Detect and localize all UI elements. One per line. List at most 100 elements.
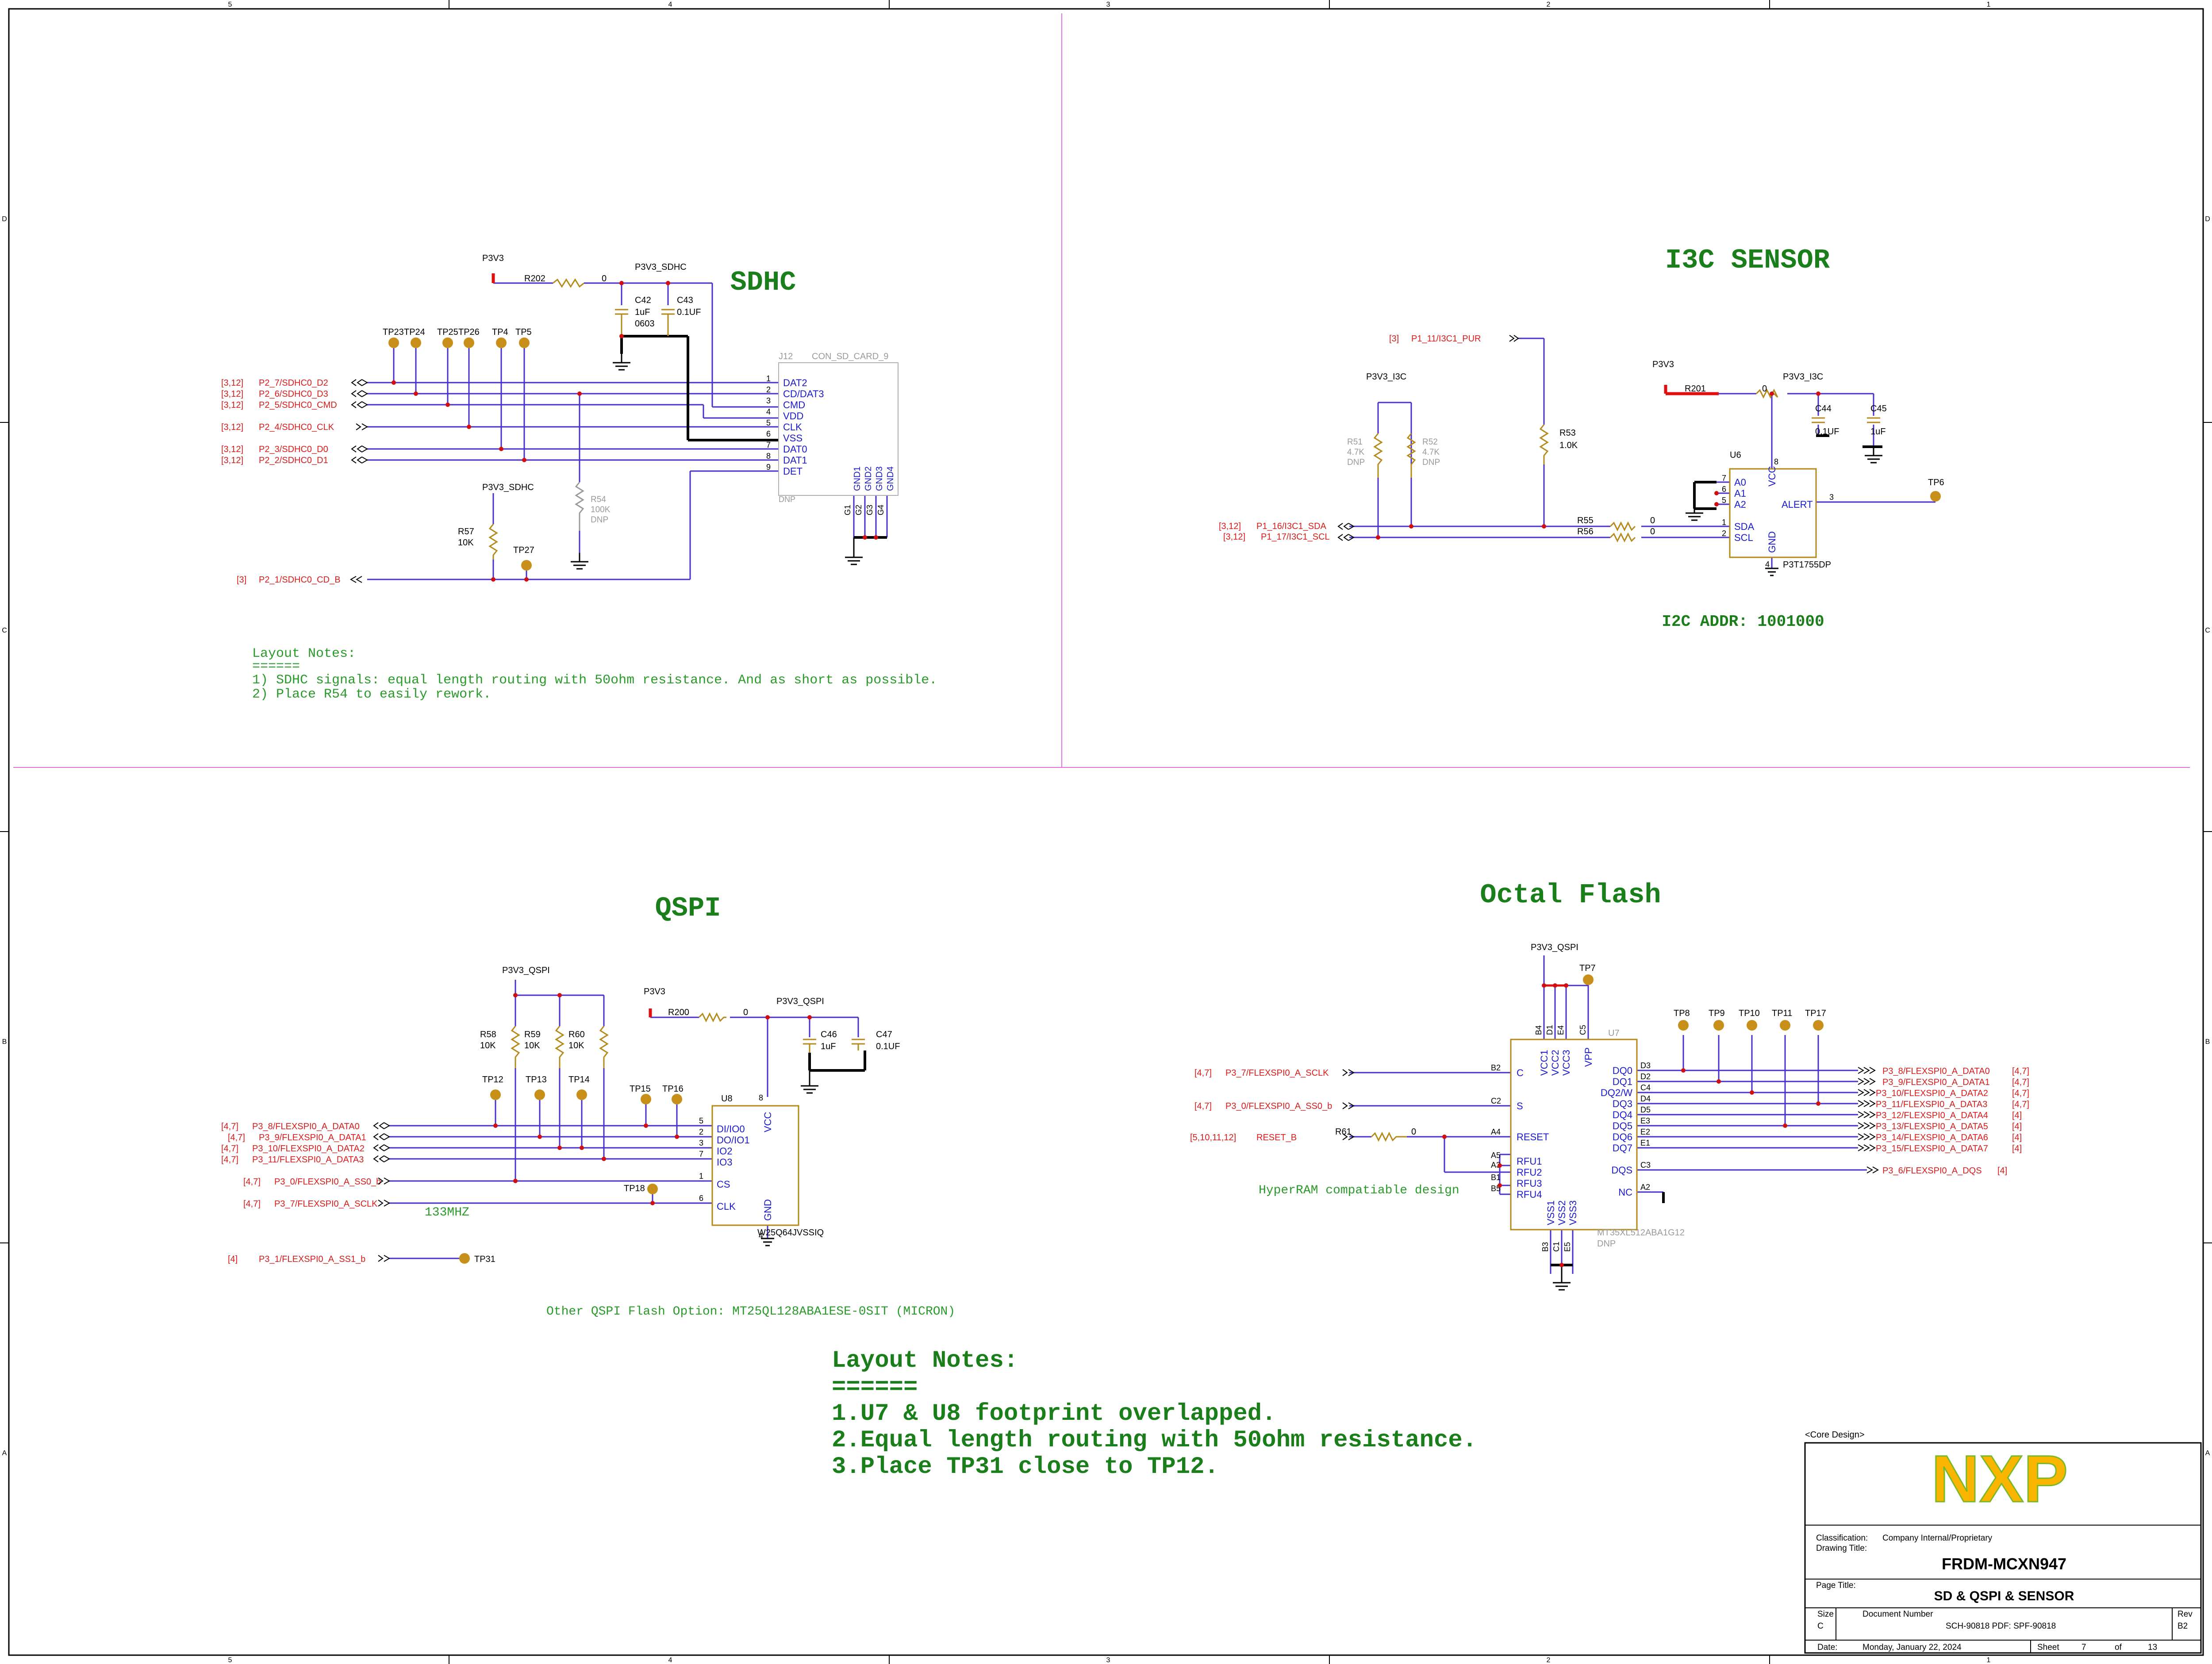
r59-ref: R59 (524, 1030, 541, 1039)
resistor-r61 (1371, 1131, 1407, 1142)
c42-ref: C42 (635, 295, 651, 305)
svg-text:IO2: IO2 (717, 1146, 732, 1157)
resistor-r200 (698, 1012, 726, 1023)
r202-ref: R202 (524, 274, 545, 284)
net-label: P3_1/FLEXSPI0_A_SS1_b (259, 1254, 365, 1264)
net-label: P3_0/FLEXSPI0_A_SS0_b (1225, 1101, 1332, 1111)
j12-value: CON_SD_CARD_9 (812, 352, 888, 361)
r56-value: 0 (1650, 527, 1655, 537)
net-ref: [4,7] (1194, 1101, 1212, 1111)
u7-pin-num: D5 (1640, 1105, 1651, 1114)
svg-text:G4: G4 (876, 505, 885, 515)
svg-text:DQ4: DQ4 (1613, 1109, 1632, 1120)
net-p3v3: P3V3 (644, 987, 665, 997)
ic-u7 (1510, 1039, 1638, 1231)
r52-dnp: DNP (1422, 458, 1440, 467)
qspi-frequency: 133MHZ (425, 1206, 469, 1219)
net-ref: [4,7] (221, 1155, 238, 1165)
net-label: P1_16/I3C1_SDA (1256, 521, 1327, 531)
resistor-r60 (599, 1026, 609, 1068)
col-label: 2 (1547, 1656, 1551, 1664)
u7-pin-labels: VCC1 VCC2 VCC3 VPP C S RESET RFU1 RFU2 R… (1517, 1047, 1632, 1225)
c43-ref: C43 (677, 295, 693, 305)
resistor-r202 (553, 278, 584, 288)
u6-pin-num: 5 (1722, 496, 1726, 505)
u6-pin-num: 2 (1722, 529, 1726, 538)
net-label: P3_9/FLEXSPI0_A_DATA1 (259, 1133, 366, 1143)
svg-text:C: C (1517, 1067, 1524, 1078)
svg-text:GND: GND (762, 1199, 773, 1221)
u8-pin-num: 4 (759, 1231, 763, 1240)
u8-pin-num: 8 (759, 1093, 763, 1102)
svg-text:DAT0: DAT0 (783, 444, 807, 455)
svg-text:5: 5 (766, 418, 771, 427)
r58-ref: R58 (480, 1030, 496, 1039)
resistor-r201 (1755, 388, 1778, 399)
u7-pin-num: C3 (1640, 1161, 1651, 1169)
ground-icon (801, 1070, 818, 1094)
net-ref: [3,12] (221, 422, 243, 432)
col-label: 4 (668, 1656, 672, 1664)
net-label: P2_5/SDHC0_CMD (259, 400, 337, 410)
r57-value: 10K (458, 538, 474, 548)
svg-text:VCC: VCC (762, 1112, 773, 1132)
u7-pin-num: A5 (1491, 1151, 1501, 1160)
u6-pin-labels: A0 A1 A2 SDA SCL VCC GND ALERT (1734, 466, 1813, 553)
svg-text:DQS: DQS (1611, 1165, 1632, 1176)
test-point-icons (1583, 974, 1824, 1031)
layout-notes-rule: ====== (832, 1374, 918, 1401)
ground-icon (1686, 509, 1703, 521)
svg-text:S: S (1517, 1100, 1523, 1112)
ic-u8 (711, 1105, 799, 1226)
u8-part: W25Q64JVSSIQ (757, 1228, 824, 1238)
c42-value: 1uF (635, 307, 650, 317)
size-label: Size (1817, 1610, 1834, 1619)
r56-ref: R56 (1577, 527, 1594, 537)
col-label: 1 (1987, 1, 1991, 8)
svg-text:RFU4: RFU4 (1517, 1189, 1542, 1200)
nxp-logo: NXP (1931, 1441, 2068, 1517)
drawing-title-label: Drawing Title: (1816, 1544, 1867, 1553)
net-ref: [4,7] (243, 1177, 261, 1187)
col-label: 3 (1106, 1, 1110, 8)
net-label: P2_3/SDHC0_D0 (259, 445, 328, 454)
r200-ref: R200 (668, 1008, 689, 1017)
svg-text:DET: DET (783, 466, 803, 477)
title-block: <Core Design> NXP Classification: Compan… (1804, 1430, 2202, 1654)
r61-ref: R61 (1335, 1127, 1352, 1137)
net-ref: [3] (237, 575, 246, 585)
col-label: 4 (668, 1, 672, 8)
svg-text:VCC3: VCC3 (1561, 1050, 1572, 1076)
sdhc-note-2: 2) Place R54 to easily rework. (252, 687, 491, 702)
svg-text:DQ5: DQ5 (1613, 1120, 1632, 1131)
svg-text:RFU1: RFU1 (1517, 1156, 1542, 1167)
u6-pin-num: 1 (1722, 518, 1726, 527)
section-title-i3c: I3C SENSOR (1665, 245, 1830, 276)
u8-pin-labels: DI/IO0 DO/IO1 IO2 IO3 CS CLK VCC GND (717, 1112, 773, 1221)
svg-text:NC: NC (1618, 1187, 1632, 1198)
net-p3v3-qspi: P3V3_QSPI (776, 997, 824, 1006)
connector-j12 (778, 362, 899, 496)
net-label: P3_9/FLEXSPI0_A_DATA1 (1882, 1077, 1990, 1087)
classification-value: Company Internal/Proprietary (1882, 1534, 1993, 1543)
net-label: P3_0/FLEXSPI0_A_SS0_b (274, 1177, 381, 1187)
col-label: 3 (1106, 1656, 1110, 1664)
net-label: P1_11/I3C1_PUR (1411, 334, 1481, 344)
net-p3v3-i3c: P3V3_I3C (1783, 372, 1823, 382)
octal-block: VCC1 VCC2 VCC3 VPP C S RESET RFU1 RFU2 R… (1190, 943, 2029, 1291)
port-arrow-icons (1342, 1067, 1879, 1173)
svg-text:CLK: CLK (783, 422, 802, 433)
u8-ref: U8 (721, 1094, 733, 1104)
net-ref: [4,7] (1194, 1068, 1212, 1078)
r54-ref: R54 (591, 495, 606, 504)
ic-u6 (1729, 468, 1817, 558)
of-value: 13 (2148, 1643, 2157, 1652)
svg-text:NXP: NXP (1932, 1442, 2068, 1516)
net-p3v3-sdhc: P3V3_SDHC (482, 483, 534, 492)
u7-pin-num: D3 (1640, 1061, 1651, 1070)
tp16-label: TP16 (662, 1084, 684, 1094)
u7-pin-num: C1 (1552, 1242, 1561, 1252)
net-label: P2_4/SDHC0_CLK (259, 422, 334, 432)
layout-note-3: 3.Place TP31 close to TP12. (832, 1453, 1219, 1480)
